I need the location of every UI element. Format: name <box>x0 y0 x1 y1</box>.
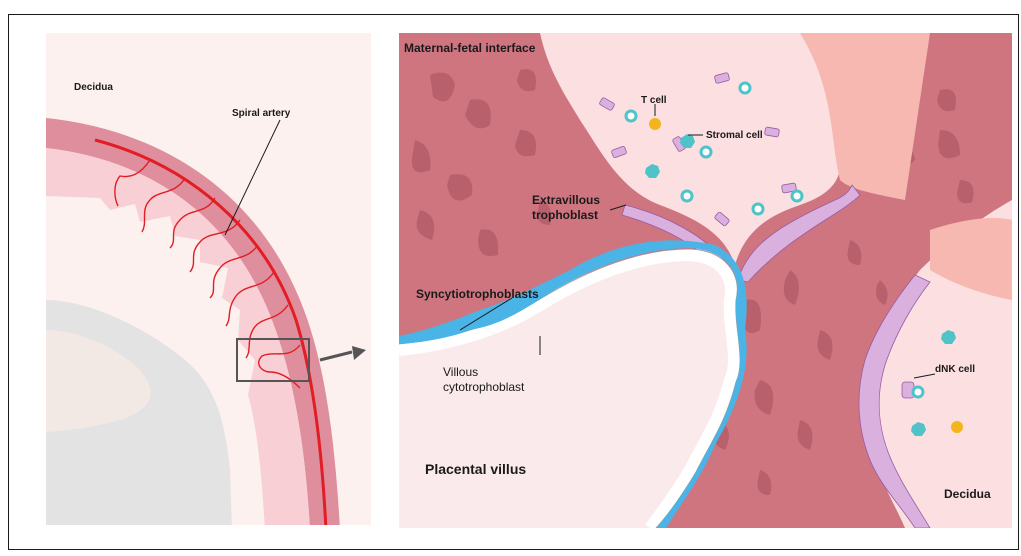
stromal-cell-label: Stromal cell <box>706 130 763 141</box>
t-cell-label: T cell <box>641 95 667 106</box>
right-decidua-label: Decidua <box>944 487 991 501</box>
syncytiotrophoblasts-label: Syncytiotrophoblasts <box>416 287 539 301</box>
left-decidua-label: Decidua <box>74 82 113 93</box>
t-cell-1 <box>649 118 661 130</box>
maternal-fetal-title: Maternal-fetal interface <box>404 41 536 55</box>
evt-label-line2: trophoblast <box>532 208 598 222</box>
spiral-artery-label: Spiral artery <box>232 108 291 119</box>
left-panel: Decidua Spiral artery <box>46 33 371 530</box>
villous-label-line1: Villous <box>443 365 478 379</box>
placental-villus-label: Placental villus <box>425 461 526 477</box>
right-panel: Maternal-fetal interface T cell Stromal … <box>399 33 1012 528</box>
dnk-cell-label: dNK cell <box>935 364 975 375</box>
villous-label-line2: cytotrophoblast <box>443 380 525 394</box>
evt-label-line1: Extravillous <box>532 193 600 207</box>
t-cell-2 <box>951 421 963 433</box>
